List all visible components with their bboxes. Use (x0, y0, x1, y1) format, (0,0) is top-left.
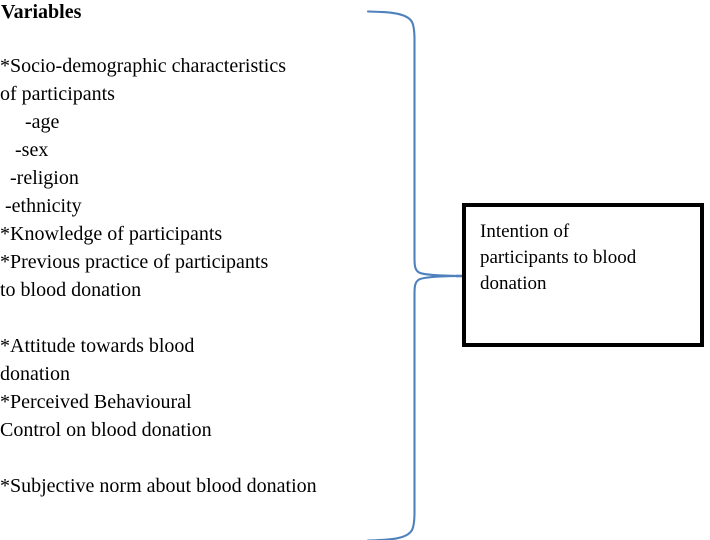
variable-line: donation (0, 363, 70, 385)
variable-line: *Knowledge of participants (0, 223, 223, 245)
variables-gap (0, 24, 405, 52)
variable-line: -age (0, 111, 60, 133)
outcome-box-text: Intention of participants to blood donat… (480, 219, 686, 297)
variable-line: *Socio-demographic characteristics (0, 55, 286, 77)
variable-line-blank (0, 444, 405, 472)
variable-line: -sex (0, 139, 49, 161)
outcome-line: donation (480, 273, 547, 294)
variable-line: *Previous practice of participants (0, 251, 269, 273)
variable-line: *Perceived Behavioural (0, 391, 192, 413)
variable-line-blank (0, 304, 405, 332)
variables-list: *Socio-demographic characteristics of pa… (0, 24, 405, 500)
outcome-line: participants to blood (480, 247, 637, 268)
variable-line: of participants (0, 83, 115, 105)
variables-panel: Variables *Socio-demographic characteris… (0, 1, 405, 500)
outcome-box: Intention of participants to blood donat… (462, 203, 704, 347)
variables-title: Variables (1, 1, 82, 23)
variable-line: to blood donation (0, 279, 142, 301)
variable-line: *Attitude towards blood (0, 335, 195, 357)
variable-line: -ethnicity (0, 195, 82, 217)
variable-line: *Subjective norm about blood donation (0, 475, 317, 497)
variable-line: -religion (0, 167, 79, 189)
variable-line: Control on blood donation (0, 419, 212, 441)
outcome-line: Intention of (480, 221, 570, 242)
